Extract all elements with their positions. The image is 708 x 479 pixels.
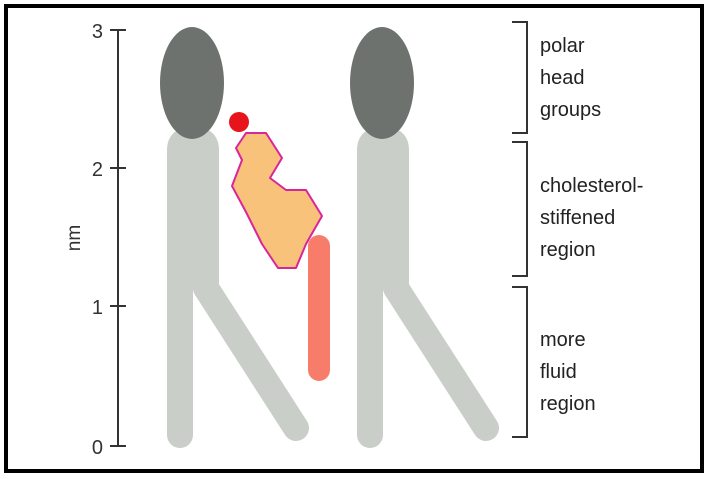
region-label-line: head — [540, 67, 585, 89]
scale-label-0: 0 — [92, 437, 103, 459]
scale-label-2: 2 — [92, 159, 103, 181]
region-label-line: stiffened — [540, 207, 615, 229]
region-label-line: fluid — [540, 361, 577, 383]
region-label-line: more — [540, 329, 586, 351]
polar-head-group — [350, 27, 414, 139]
scale-label-1: 1 — [92, 297, 103, 319]
polar-head-group — [160, 27, 224, 139]
region-label-line: groups — [540, 99, 601, 121]
cholesterol-hydroxyl-group — [229, 112, 249, 132]
region-label-line: polar — [540, 35, 585, 57]
region-label-line: region — [540, 393, 596, 415]
scale-label-3: 3 — [92, 21, 103, 43]
region-label-line: cholesterol- — [540, 175, 643, 197]
region-label-line: region — [540, 239, 596, 261]
scale-unit-label: nm — [64, 225, 85, 251]
